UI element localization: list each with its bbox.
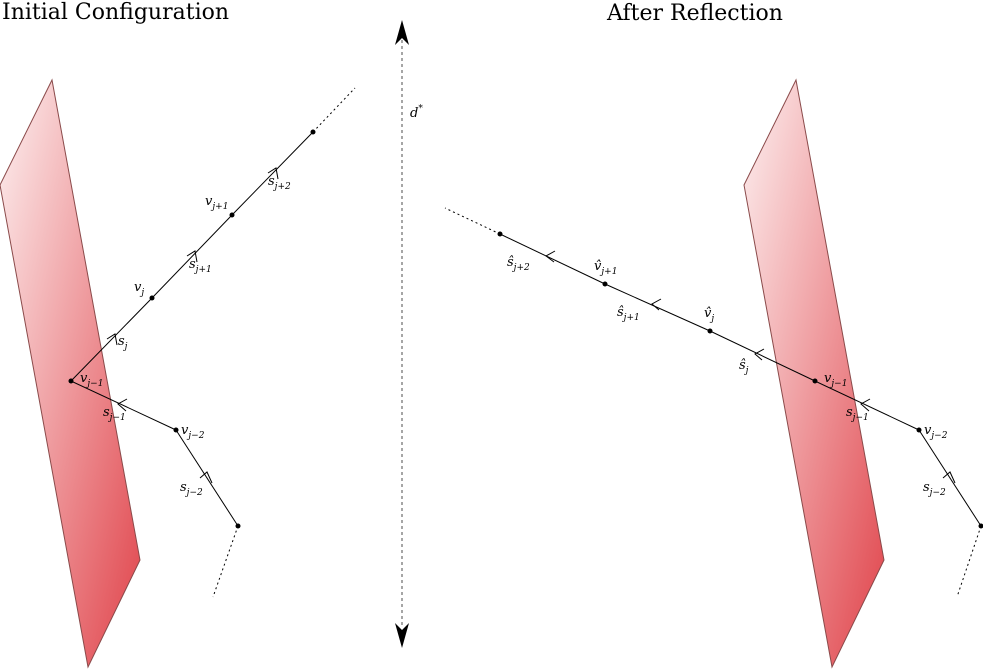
left-arrow-s-j1: [186, 250, 198, 263]
right-label-v-j1: v̂j+1: [594, 259, 617, 277]
right-label-s-jm2: sj−2: [923, 480, 946, 498]
right-vertex-v-jm1: [812, 378, 818, 384]
left-arrow-s-jm2: [199, 471, 213, 484]
right-vertex-top: [497, 231, 503, 237]
left-edge-s-j: [70, 297, 153, 382]
left-label-v-jm2: vj−2: [181, 423, 205, 441]
left-arrow-s-j2: [267, 167, 279, 180]
right-edge-s-j1: [604, 283, 711, 332]
right-arrow-s-j1: [651, 298, 662, 311]
right-reflection-plane: [743, 78, 885, 669]
left-vertex-v-jm2: [173, 427, 179, 433]
right-edge-s-jm1: [814, 380, 920, 431]
left-chain-dotted-bottom: [212, 525, 239, 598]
right-vertex-v-j: [707, 328, 713, 334]
distance-label: d*: [410, 104, 423, 121]
right-label-v-jm2: vj−2: [924, 423, 948, 441]
right-label-s-j1: ŝj+1: [617, 305, 640, 323]
right-arrow-s-jm1: [860, 398, 871, 412]
left-label-v-j1: vj+1: [205, 194, 228, 212]
right-vertex-bottom: [978, 523, 983, 529]
left-vertex-top: [310, 129, 316, 135]
right-arrow-s-j: [754, 348, 765, 361]
right-edge-s-jm2: [918, 429, 982, 527]
right-arrow-s-j2: [545, 250, 556, 263]
right-label-s-j2: ŝj+2: [507, 255, 530, 273]
left-reflection-plane: [0, 78, 141, 669]
right-vertex-v-jm2: [916, 427, 922, 433]
left-edge-s-jm2: [175, 429, 239, 527]
right-edge-s-j2: [499, 233, 606, 285]
left-vertex-v-j1: [229, 212, 235, 218]
right-label-s-j: ŝj: [739, 358, 749, 376]
left-label-s-j: sj: [118, 334, 128, 352]
distance-arrow-up: [395, 20, 409, 45]
right-label-v-j: v̂j: [704, 306, 714, 324]
distance-arrow-down: [395, 623, 409, 648]
left-title: Initial Configuration: [2, 0, 229, 25]
right-chain-dotted-bottom: [956, 525, 982, 598]
right-chain-dotted-top: [444, 207, 501, 235]
left-label-s-jm1: sj−1: [103, 405, 126, 423]
left-edge-s-j2: [231, 131, 314, 216]
right-vertex-v-j1: [602, 281, 608, 287]
right-arrow-s-jm2: [942, 471, 956, 484]
left-label-v-j: vj: [134, 280, 144, 298]
left-arrow-s-jm1: [117, 398, 128, 412]
left-edge-s-j1: [151, 214, 233, 299]
left-vertex-bottom: [235, 523, 241, 529]
left-label-s-j1: sj+1: [189, 257, 212, 275]
left-label-s-j2: sj+2: [268, 174, 291, 192]
left-label-s-jm2: sj−2: [180, 480, 203, 498]
left-label-v-jm1: vj−1: [80, 371, 103, 389]
left-arrow-s-j: [106, 333, 118, 346]
right-title: After Reflection: [606, 1, 783, 26]
left-vertex-v-j: [149, 295, 155, 301]
left-vertex-v-jm1: [68, 378, 74, 384]
right-label-v-jm1: vj−1: [824, 371, 847, 389]
left-edge-s-jm1: [70, 380, 177, 431]
right-edge-s-j: [709, 330, 816, 382]
right-label-s-jm1: sj−1: [846, 405, 869, 423]
left-chain-dotted-top: [312, 87, 356, 133]
